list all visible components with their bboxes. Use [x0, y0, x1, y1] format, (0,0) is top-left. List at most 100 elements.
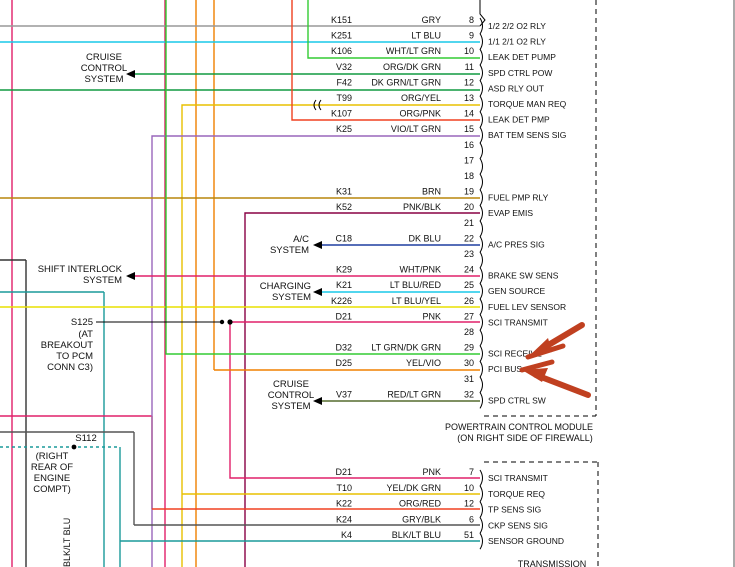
- arrow-charging: [313, 288, 322, 296]
- tcm-module: [479, 461, 599, 567]
- pcm-pin-bracket-13: [479, 95, 483, 113]
- pcm-pin-bracket-29: [479, 345, 483, 362]
- pcm-pin-bracket-26: [479, 298, 483, 316]
- wire-t99: [181, 104, 480, 567]
- pcm-wire-color-10: WHT/LT GRN: [386, 46, 441, 56]
- pcm-pin-25: 25: [464, 280, 474, 290]
- pcm-pin-bracket-10: [479, 48, 483, 66]
- pcm-signal-12: ASD RLY OUT: [488, 83, 544, 93]
- s125-line5: CONN C3): [47, 362, 93, 373]
- s112-line2: (RIGHT: [36, 451, 69, 462]
- pcm-pin-bracket-19: [479, 189, 483, 206]
- pcm-circuit-11: V32: [336, 62, 352, 72]
- charging-line1: CHARGING: [260, 281, 311, 292]
- tcm-signal-10: TORQUE REQ: [488, 489, 545, 499]
- pcm-wire-color-32: RED/LT GRN: [387, 389, 441, 399]
- pcm-pin-27: 27: [464, 311, 474, 321]
- pcm-pin-19: 19: [464, 187, 474, 197]
- pcm-wire-color-9: LT BLU: [411, 31, 441, 41]
- pcm-pin-bracket-25: [479, 282, 483, 300]
- pcm-pin-bracket-24: [479, 267, 483, 284]
- charging-line2: SYSTEM: [272, 292, 311, 303]
- pcm-pin-16: 16: [464, 140, 474, 150]
- tcm-circuit-10: T10: [336, 483, 352, 493]
- s112-line5: COMPT): [33, 484, 70, 495]
- pcm-label-line2: (ON RIGHT SIDE OF FIREWALL): [457, 433, 593, 443]
- tcm-pin-bracket-51: [479, 532, 483, 550]
- callout-charging: CHARGING SYSTEM: [260, 281, 311, 303]
- pcm-pin-22: 22: [464, 233, 474, 243]
- wire-k106: [307, 0, 480, 59]
- pcm-circuit-32: V37: [336, 389, 352, 399]
- splice-s125-b: [219, 319, 225, 325]
- pcm-circuit-22: C18: [335, 233, 352, 243]
- pcm-signal-27: SCI TRANSMIT: [488, 317, 548, 327]
- pcm-circuit-10: K106: [331, 46, 352, 56]
- pcm-pin-11: 11: [465, 62, 474, 72]
- pcm-wire-color-20: PNK/BLK: [403, 202, 441, 212]
- arrow-cruise2: [313, 397, 322, 405]
- pcm-circuit-8: K151: [331, 15, 352, 25]
- pcm-wire-color-29: LT GRN/DK GRN: [371, 343, 441, 353]
- pcm-pin-bracket-16: [479, 142, 483, 160]
- wire-d21-tcm: [229, 322, 480, 479]
- pcm-pin-bracket-30: [479, 360, 483, 378]
- pcm-wire-color-8: GRY: [422, 15, 441, 25]
- pcm-pin-23: 23: [464, 249, 474, 259]
- pcm-signal-25: GEN SOURCE: [488, 286, 545, 296]
- pcm-pin-bracket-14: [479, 111, 483, 128]
- pcm-pin-12: 12: [464, 77, 474, 87]
- pcm-pin-17: 17: [464, 155, 474, 165]
- pcm-signal-26: FUEL LEV SENSOR: [488, 302, 566, 312]
- pcm-wire-color-22: DK BLU: [408, 233, 441, 243]
- pcm-pin-bracket-8: [479, 17, 483, 35]
- pcm-pin-bracket-27: [479, 314, 483, 331]
- pcm-wire-color-27: PNK: [422, 311, 441, 321]
- vertical-wire-label: BLK/LT BLU: [62, 518, 72, 567]
- pcm-pin-31: 31: [464, 374, 474, 384]
- pcm-signal-22: A/C PRES SIG: [488, 239, 545, 249]
- pcm-module: [479, 0, 597, 417]
- tcm-pin-12: 12: [464, 499, 474, 509]
- tcm-signal-6: CKP SENS SIG: [488, 520, 548, 530]
- pcm-wire-color-14: ORG/PNK: [399, 109, 441, 119]
- pcm-signal-24: BRAKE SW SENS: [488, 271, 559, 281]
- pcm-wire-color-13: ORG/YEL: [401, 93, 441, 103]
- pcm-circuit-30: D25: [335, 358, 352, 368]
- wire-k107: [291, 0, 480, 121]
- pcm-circuit-19: K31: [336, 187, 352, 197]
- arrow-shift: [126, 272, 135, 280]
- pcm-pin-24: 24: [464, 265, 474, 275]
- wire-k52: [244, 212, 480, 567]
- pcm-pin-9: 9: [469, 31, 474, 41]
- tcm-pin-6: 6: [469, 514, 474, 524]
- annotation-arrow-1: [525, 322, 585, 360]
- s125-line3: BREAKOUT: [41, 340, 93, 351]
- pcm-circuit-13: T99: [336, 93, 352, 103]
- pcm-pin-8: 8: [469, 15, 474, 25]
- annotation-arrows: [519, 322, 591, 398]
- pcm-pin-20: 20: [464, 202, 474, 212]
- pcm-circuit-29: D32: [335, 343, 352, 353]
- tcm-pin-51: 51: [464, 530, 474, 540]
- tcm-label: TRANSMISSION: [518, 559, 587, 567]
- tcm-pin-10: 10: [464, 483, 474, 493]
- pcm-pin-21: 21: [464, 218, 474, 228]
- pcm-signal-19: FUEL PMP RLY: [488, 193, 549, 203]
- pcm-pin-14: 14: [464, 109, 474, 119]
- pcm-signal-9: 1/1 2/1 O2 RLY: [488, 37, 546, 47]
- pcm-pin-bracket-18: [479, 173, 483, 191]
- pcm-pin-18: 18: [464, 171, 474, 181]
- cruise1-line3: SYSTEM: [84, 74, 123, 85]
- callout-s112: S112 (RIGHT REAR OF ENGINE COMPT): [31, 433, 97, 495]
- pcm-signal-10: LEAK DET PUMP: [488, 52, 556, 62]
- cruise2-line1: CRUISE: [273, 379, 309, 390]
- pcm-signal-15: BAT TEM SENS SIG: [488, 130, 566, 140]
- pcm-circuit-9: K251: [331, 31, 352, 41]
- pcm-circuit-15: K25: [336, 124, 352, 134]
- pcm-circuit-25: K21: [336, 280, 352, 290]
- s125-line1: S125: [71, 317, 93, 328]
- pcm-wire-color-19: BRN: [422, 187, 441, 197]
